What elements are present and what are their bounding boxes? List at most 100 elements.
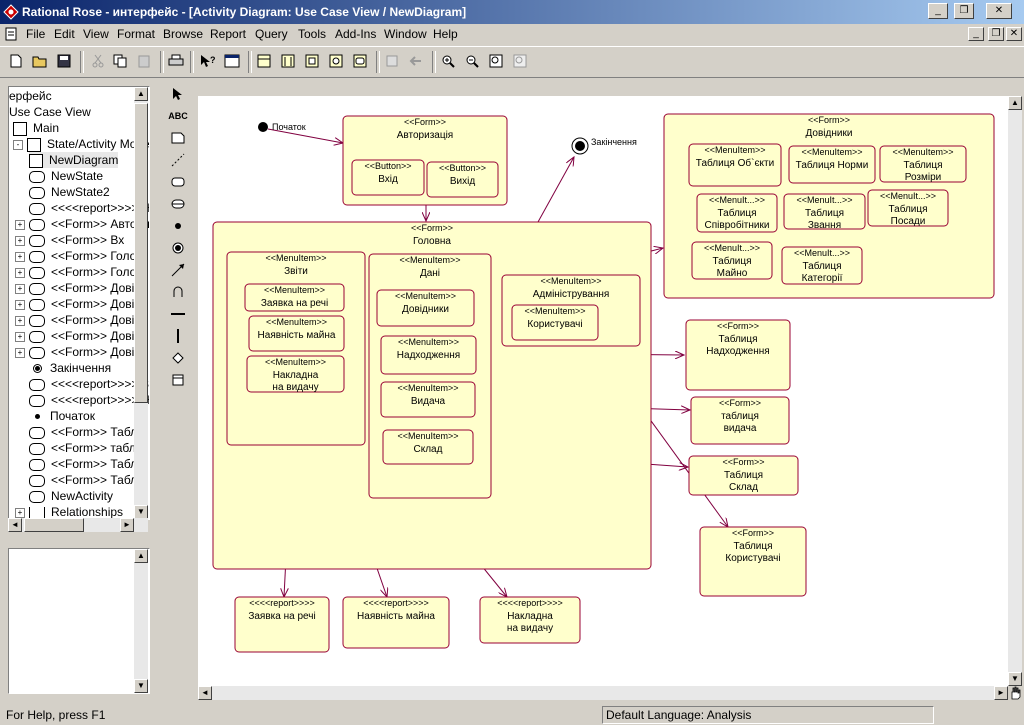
- expand-icon[interactable]: +: [15, 219, 25, 230]
- browser-tree-item[interactable]: Main: [13, 120, 59, 136]
- activity-state[interactable]: <<<<report>>>>Наявність майна: [342, 596, 450, 649]
- new-icon[interactable]: [8, 53, 24, 69]
- activity-state-box[interactable]: [879, 145, 967, 183]
- activity-state-box[interactable]: [688, 455, 799, 496]
- scroll-up-icon[interactable]: ▲: [134, 87, 148, 101]
- scroll-right-icon[interactable]: ►: [994, 686, 1008, 700]
- browser-tree-item[interactable]: +<<Form>> Голові: [15, 264, 145, 280]
- cut-icon[interactable]: [90, 53, 106, 69]
- browser-tree-item[interactable]: <<<<report>>>> H: [29, 392, 149, 408]
- browser-tree-item[interactable]: +<<Form>> Довід: [15, 344, 141, 360]
- canvas-horizontal-scrollbar[interactable]: ◄ ►: [198, 686, 1008, 700]
- print-icon[interactable]: [168, 53, 184, 69]
- activity-state-box[interactable]: [382, 429, 474, 465]
- activity-state[interactable]: <<MenuItem>>Довідники: [376, 289, 475, 327]
- expand-icon[interactable]: +: [15, 299, 25, 310]
- browser-tree-item[interactable]: <<<<report>>>> H: [29, 200, 149, 216]
- activity-state-box[interactable]: [351, 159, 425, 196]
- minimize-button[interactable]: _: [928, 3, 948, 19]
- activity-state[interactable]: <<MenuItem>>Надходження: [380, 335, 477, 375]
- restore-button[interactable]: ❐: [954, 3, 974, 19]
- expand-icon[interactable]: +: [15, 283, 25, 294]
- fit-in-window-icon[interactable]: [488, 53, 504, 69]
- activity-state-box[interactable]: [688, 143, 782, 187]
- vertical-sync-tool-icon[interactable]: [170, 328, 186, 344]
- browse-parent-icon[interactable]: [384, 53, 400, 69]
- scroll-up-icon[interactable]: ▲: [134, 549, 148, 563]
- browser-tree-item[interactable]: NewState2: [29, 184, 110, 200]
- browse-class-diagram-icon[interactable]: [256, 53, 272, 69]
- activity-state-box[interactable]: [234, 596, 330, 653]
- note-tool-icon[interactable]: [170, 130, 186, 146]
- browser-tree-item[interactable]: Закінчення: [29, 360, 111, 376]
- document-icon[interactable]: [4, 27, 18, 41]
- activity-tool-icon[interactable]: [170, 196, 186, 212]
- expand-icon[interactable]: +: [15, 315, 25, 326]
- activity-state[interactable]: <<Button>>Вихід: [426, 161, 499, 198]
- scrollbar-thumb[interactable]: [24, 518, 84, 532]
- canvas-vertical-scrollbar[interactable]: ▲ ▼: [1008, 96, 1022, 686]
- activity-state-box[interactable]: [690, 396, 790, 445]
- text-box-tool-icon[interactable]: ABC: [168, 111, 188, 121]
- expand-icon[interactable]: +: [15, 507, 25, 518]
- end-state-tool-icon[interactable]: [170, 240, 186, 256]
- menu-edit[interactable]: Edit: [54, 27, 75, 41]
- browser-tree-item[interactable]: +<<Form>> Вх: [15, 232, 124, 248]
- browser-tree-item[interactable]: <<<<report>>>> З: [29, 376, 149, 392]
- browser-tree-item[interactable]: +<<Form>> Довід: [15, 312, 141, 328]
- menu-add-ins[interactable]: Add-Ins: [335, 27, 377, 41]
- activity-state-box[interactable]: [699, 526, 807, 597]
- activity-state[interactable]: <<MenuItem>>Заявка на речі: [244, 283, 345, 312]
- expand-icon[interactable]: +: [15, 251, 25, 262]
- horizontal-sync-tool-icon[interactable]: [170, 306, 186, 322]
- activity-state-box[interactable]: [248, 315, 345, 352]
- browser-tree-item[interactable]: Початок: [29, 408, 95, 424]
- browse-deployment-diagram-icon[interactable]: [328, 53, 344, 69]
- browse-statechart-diagram-icon[interactable]: [352, 53, 368, 69]
- browser-tree-item[interactable]: <<Form>> Табли: [29, 424, 144, 440]
- activity-state[interactable]: <<<<report>>>>Заявка на речі: [234, 596, 330, 653]
- expand-icon[interactable]: +: [15, 235, 25, 246]
- browser-vertical-scrollbar[interactable]: ▲ ▼: [134, 87, 148, 519]
- decision-tool-icon[interactable]: [170, 350, 186, 366]
- activity-state[interactable]: <<MenuItem>>Таблиця Об`єкти: [688, 143, 782, 187]
- expand-icon[interactable]: +: [15, 347, 25, 358]
- activity-state[interactable]: <<MenuItem>>Користувачі: [511, 304, 599, 341]
- activity-state-box[interactable]: [781, 246, 863, 285]
- browser-tree-item[interactable]: +<<Form>> Голові: [15, 248, 145, 264]
- browser-tree-item[interactable]: -State/Activity Model: [13, 136, 149, 152]
- scrollbar-thumb[interactable]: [134, 103, 148, 403]
- activity-state[interactable]: <<MenuItem>>Видача: [380, 381, 476, 418]
- open-icon[interactable]: [32, 53, 48, 69]
- selection-tool-icon[interactable]: [170, 86, 186, 102]
- scroll-up-icon[interactable]: ▲: [1008, 96, 1022, 110]
- scroll-right-icon[interactable]: ►: [120, 518, 134, 532]
- browser-tree-item[interactable]: <<Form>> Табли: [29, 472, 144, 488]
- expand-icon[interactable]: +: [15, 267, 25, 278]
- paste-icon[interactable]: [136, 53, 152, 69]
- menu-browse[interactable]: Browse: [163, 27, 204, 41]
- browser-horizontal-scrollbar[interactable]: ◄ ►: [8, 518, 148, 532]
- browser-tree-item[interactable]: ерфейс: [9, 88, 52, 104]
- browse-interaction-diagram-icon[interactable]: [280, 53, 296, 69]
- activity-state-box[interactable]: [479, 596, 581, 644]
- scroll-left-icon[interactable]: ◄: [8, 518, 22, 532]
- menu-file[interactable]: File: [26, 27, 46, 41]
- browser-tree-item[interactable]: NewActivity: [29, 488, 113, 504]
- activity-state[interactable]: <<MenuItem>>Таблиця Норми: [788, 145, 876, 184]
- mdi-restore-button[interactable]: ❐: [988, 27, 1004, 41]
- mdi-minimize-button[interactable]: _: [968, 27, 984, 41]
- browser-tree-item[interactable]: Use Case View: [9, 104, 91, 120]
- state-transition[interactable]: [537, 157, 574, 223]
- browser-tree-item[interactable]: +<<Form>> Довід: [15, 296, 141, 312]
- menu-format[interactable]: Format: [117, 27, 156, 41]
- zoom-out-icon[interactable]: [464, 53, 480, 69]
